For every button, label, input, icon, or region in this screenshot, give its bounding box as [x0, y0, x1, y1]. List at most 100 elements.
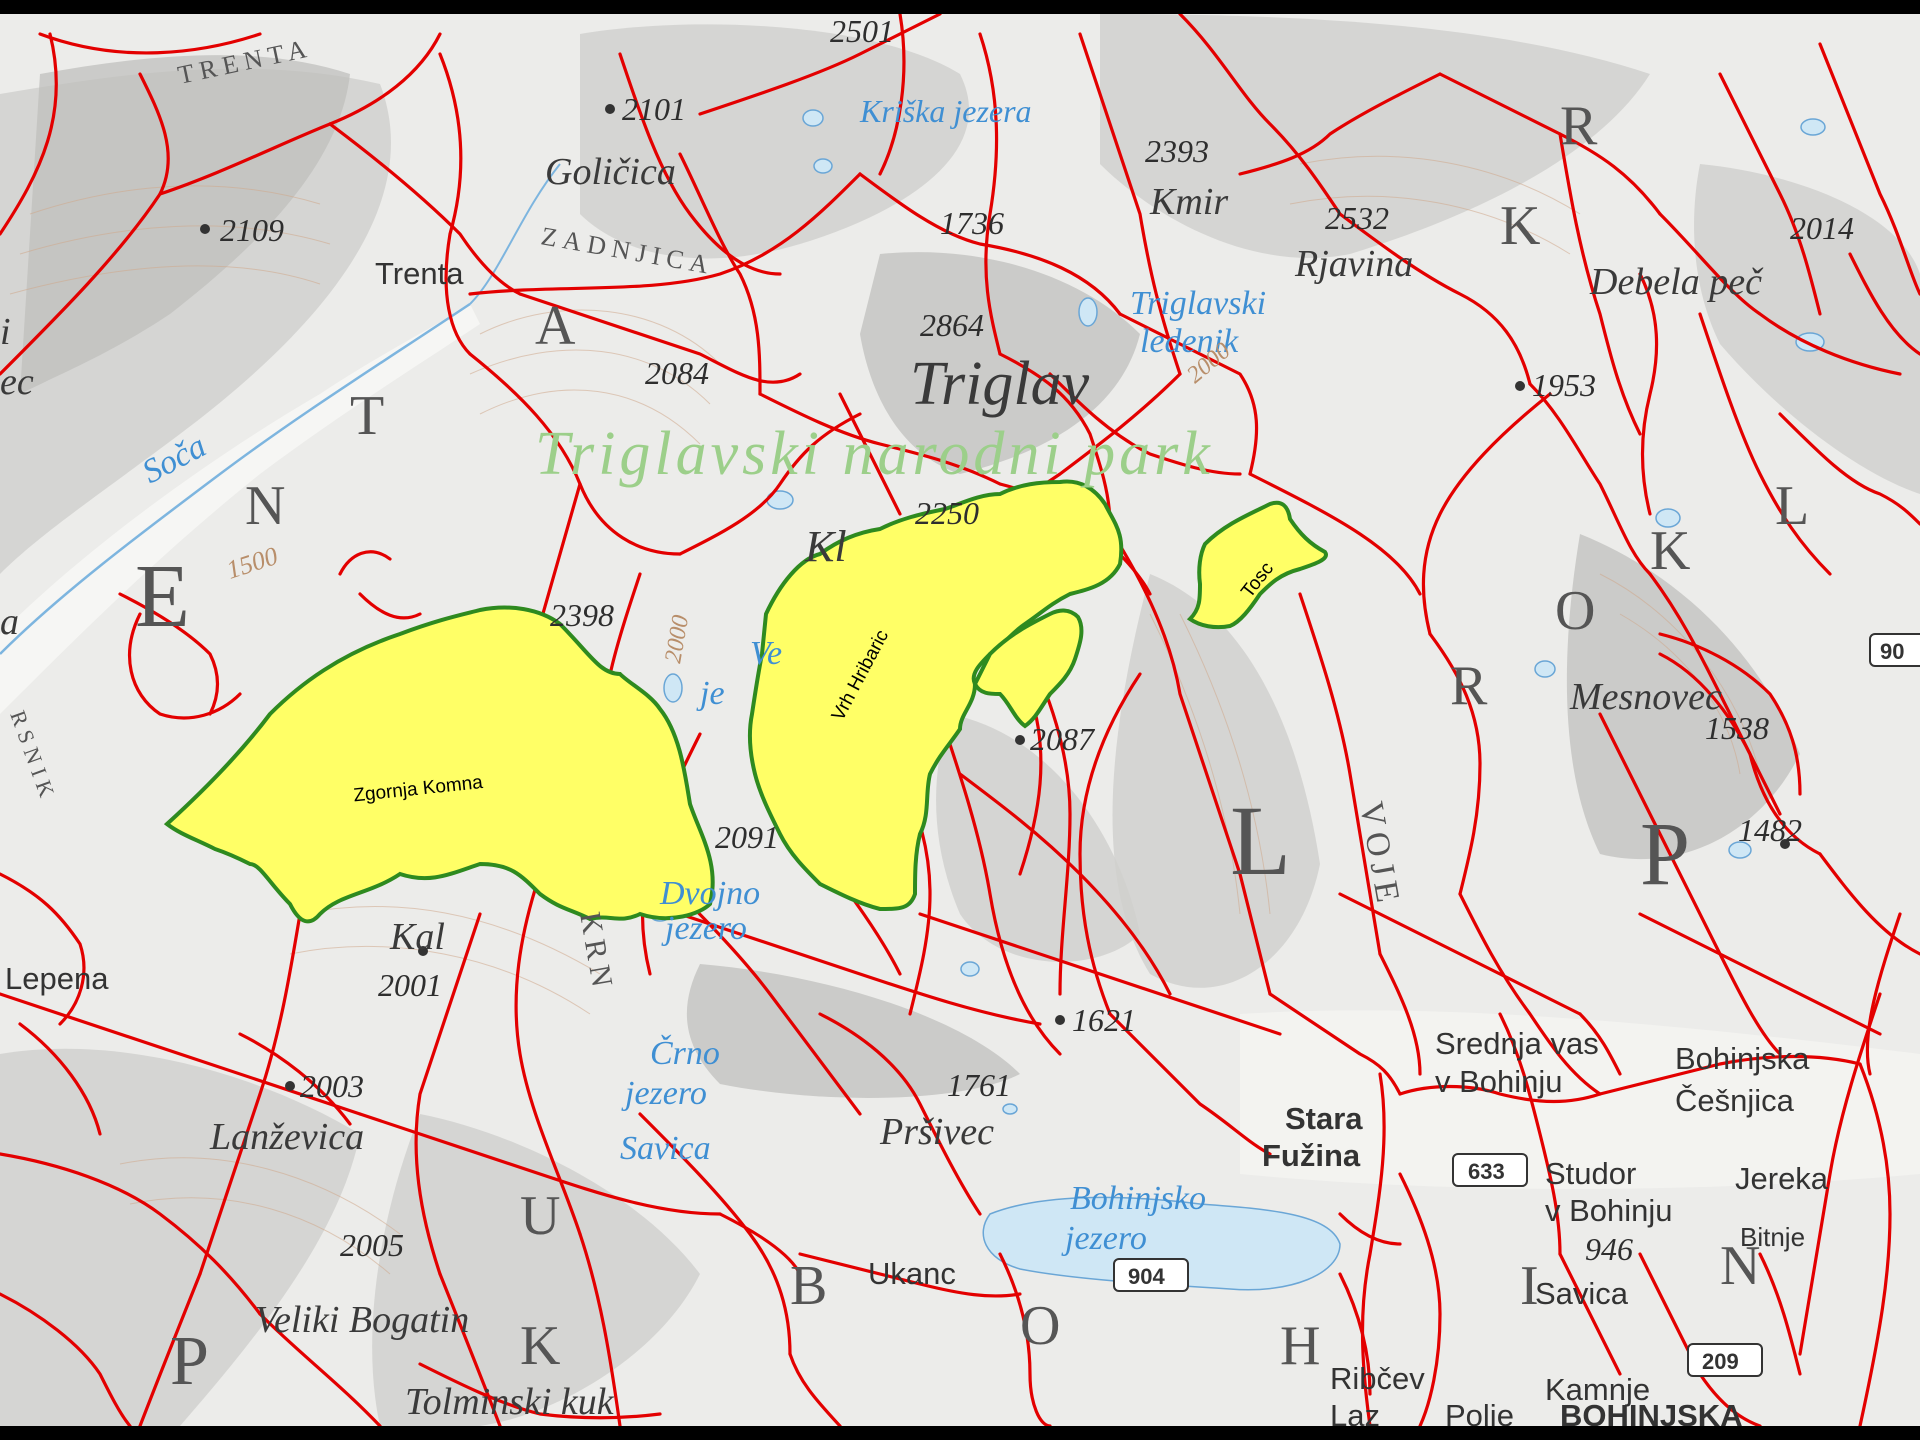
region-letter: O — [1020, 1295, 1066, 1357]
place-label: v Bohinju — [1435, 1064, 1563, 1099]
map-viewport[interactable]: Zgornja Komna Vrh Hribaric Tosc E N T A … — [0, 14, 1920, 1426]
road-number: 904 — [1128, 1264, 1165, 1289]
place-label: ec — [0, 361, 34, 403]
area-sub-ridge — [972, 608, 1084, 729]
place-label: Kal — [389, 916, 445, 958]
place-label: Bitnje — [1740, 1222, 1805, 1252]
peak-elevation: 2501 — [830, 14, 894, 49]
peak-elevation: 2250 — [915, 495, 979, 531]
water-label: jezero — [621, 1075, 707, 1112]
region-letter: N — [1720, 1235, 1766, 1297]
water-label: Ve — [750, 635, 782, 672]
region-letter: N — [245, 475, 291, 537]
water-label: Kriška jezera — [859, 93, 1032, 129]
place-label: Laz — [1330, 1398, 1380, 1426]
peak-elevation: 946 — [1585, 1231, 1633, 1267]
place-label: Kamnje — [1545, 1372, 1650, 1407]
place-label: Polje — [1445, 1398, 1514, 1426]
region-letter: R — [1450, 655, 1493, 717]
region-letter: P — [170, 1323, 215, 1400]
water-label: Savica — [620, 1130, 711, 1167]
water-label: je — [696, 675, 725, 712]
region-letter: L — [1230, 785, 1297, 896]
region-letter: L — [1775, 475, 1815, 537]
peak-elevation: 2087 — [1030, 721, 1096, 757]
water-label: Bohinjsko — [1070, 1180, 1206, 1217]
road-shields: 633 904 209 90 — [1113, 633, 1920, 1377]
water-label: jezero — [661, 910, 747, 947]
place-label: BOHINJSKA — [1560, 1398, 1743, 1426]
water-label: Triglavski — [1130, 285, 1266, 322]
region-letter: P — [1640, 805, 1696, 904]
peak-elevation: 2091 — [715, 819, 779, 855]
place-label: Lanževica — [209, 1116, 364, 1158]
place-label: Tolminski kuk — [405, 1381, 615, 1423]
place-label: Debela peč — [1589, 261, 1764, 303]
place-label: Pršivec — [879, 1111, 994, 1153]
region-letter: R — [1560, 95, 1603, 157]
water-label: ledenik — [1140, 323, 1239, 360]
area-zgornja-komna[interactable] — [163, 605, 715, 924]
water-label: Dvojno — [659, 875, 760, 912]
place-triglav: Triglav — [910, 350, 1090, 418]
region-letter: B — [790, 1255, 833, 1317]
peak-elevation: 2864 — [920, 307, 984, 343]
highlighted-areas: Zgornja Komna Vrh Hribaric Tosc — [163, 479, 1328, 924]
terrain-layer — [0, 14, 1920, 1426]
road-number: 90 — [1880, 639, 1904, 664]
place-label: a — [0, 601, 19, 643]
place-label: Lepena — [5, 961, 109, 996]
place-label: Srednja vas — [1435, 1026, 1599, 1061]
peak-elevation: 2398 — [550, 597, 614, 633]
peak-elevation: 2084 — [645, 355, 709, 391]
peak-elevation: 1953 — [1532, 367, 1596, 403]
peak-elevation: 1736 — [940, 205, 1004, 241]
region-letter: K — [1650, 520, 1696, 582]
peak-elevation: 2393 — [1145, 133, 1209, 169]
place-label: Trenta — [375, 256, 464, 291]
peak-elevation: 2532 — [1325, 200, 1389, 236]
peak-labels: 2101 2109 2084 2393 2532 2864 2014 1953 … — [200, 14, 1854, 1267]
region-letter: U — [520, 1185, 566, 1247]
place-labels: Goličica Trenta ec i a Kmir Rjavina Debe… — [0, 151, 1829, 1426]
place-label: Češnjica — [1675, 1083, 1795, 1118]
peak-elevation: 2001 — [378, 967, 442, 1003]
place-label: v Bohinju — [1545, 1193, 1673, 1228]
peak-elevation: 1482 — [1738, 812, 1802, 848]
region-letter: H — [1280, 1315, 1326, 1377]
peak-elevation: 1761 — [947, 1067, 1011, 1103]
region-letter: K — [1500, 195, 1546, 257]
bohinj-lake — [982, 1196, 1341, 1291]
place-label: i — [0, 311, 11, 353]
region-letter: T — [350, 385, 390, 447]
place-label: Veliki Bogatin — [255, 1299, 469, 1341]
region-letter: A — [535, 295, 581, 357]
park-label: Triglavski narodni park — [535, 420, 1214, 488]
place-label: Studor — [1545, 1156, 1636, 1191]
region-letter: I — [1520, 1255, 1545, 1317]
place-label: Bohinjska — [1675, 1041, 1810, 1076]
peak-elevation: 2003 — [300, 1068, 364, 1104]
place-label: Rjavina — [1294, 243, 1413, 285]
place-label: Mesnovec — [1569, 676, 1722, 718]
place-label: Jereka — [1735, 1161, 1829, 1196]
peak-elevation: 1538 — [1705, 710, 1769, 746]
road-number: 209 — [1702, 1349, 1739, 1374]
peak-elevation: 2005 — [340, 1227, 404, 1263]
place-label: Savica — [1535, 1276, 1629, 1311]
place-label: Ukanc — [868, 1256, 956, 1291]
peak-elevation: 2109 — [220, 212, 284, 248]
area-tosc[interactable] — [1186, 500, 1328, 630]
region-letter: E — [135, 547, 196, 646]
water-label: jezero — [1061, 1220, 1147, 1257]
region-letter: O — [1555, 580, 1601, 642]
road-number: 633 — [1468, 1159, 1505, 1184]
place-label: Kmir — [1149, 181, 1228, 223]
peak-elevation: 2101 — [622, 91, 686, 127]
topographic-map[interactable]: Zgornja Komna Vrh Hribaric Tosc E N T A … — [0, 14, 1920, 1426]
place-label: Ribčev — [1330, 1361, 1425, 1396]
water-label: Črno — [650, 1034, 720, 1072]
place-label: Stara — [1285, 1101, 1363, 1136]
region-letter: K — [520, 1315, 566, 1377]
peak-elevation: 1621 — [1072, 1002, 1136, 1038]
